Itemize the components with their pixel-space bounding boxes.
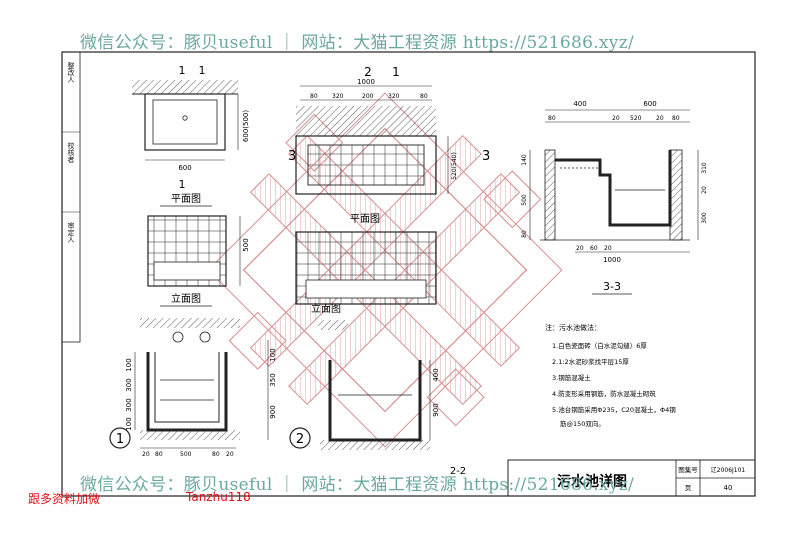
dim-top-2: 200	[362, 93, 374, 100]
v3-dim-left-0: 140	[521, 154, 528, 166]
note-item-0: 1.白色瓷面砖（白水泥勾缝）6厚	[552, 341, 647, 350]
v3-dim-sub-3: 20	[656, 115, 664, 122]
view-2-plan: 2 1 1000 80 320 200 320 80 520(540) 3 3 …	[288, 65, 490, 225]
drawing-title: 污水池详图	[557, 473, 627, 490]
svg-text:900: 900	[269, 405, 277, 418]
v3-dim-sub-4: 80	[672, 115, 680, 122]
v3-dim-right-2: 300	[701, 212, 708, 224]
detail-1-section: 1 100 300 300 100 20 80 500 80 20 100 35…	[109, 318, 277, 458]
title-block: 污水池详图 图集号 辽2006J101 页 40	[507, 459, 756, 497]
v3-dim-sub-2: 520	[630, 115, 642, 122]
d1-dim-bottom-2: 500	[180, 451, 192, 458]
plan-label-left: 平面图	[171, 193, 201, 205]
view-2-elevation: 立面图	[295, 231, 437, 315]
d2-dim-right-1: 900	[432, 403, 440, 416]
page-label: 页	[685, 484, 692, 492]
v3-dim-sub-1: 20	[612, 115, 620, 122]
v3-dim-bottom-sub-0: 20	[576, 245, 584, 252]
d1-dim-left-2: 300	[125, 398, 133, 411]
svg-text:350: 350	[269, 373, 277, 386]
elev-label-left: 立面图	[171, 292, 201, 305]
dim-top-1: 320	[332, 93, 344, 100]
signature-strip	[61, 51, 81, 343]
section-label-1b: 1	[199, 64, 206, 77]
watermark-top: 微信公众号：豚贝useful ｜ 网站：大猫工程资源 https://52168…	[80, 33, 634, 53]
d1-dim-bottom-4: 20	[226, 451, 234, 458]
section-label-1c: 1	[179, 178, 186, 191]
notes-block: 注：污水池做法： 1.白色瓷面砖（白水泥勾缝）6厚 2.1:2水泥砂浆找平层15…	[545, 323, 676, 428]
dim-top-4: 80	[420, 93, 428, 100]
v3-dim-top-right: 600	[643, 100, 656, 108]
svg-text:100: 100	[269, 348, 277, 361]
dim-top-3: 320	[388, 93, 400, 100]
section-mark-3-left: 3	[288, 149, 296, 164]
dim-height: 600(500)	[242, 110, 250, 142]
d1-dim-left-0: 100	[125, 358, 133, 371]
v3-dim-bottom: 1000	[603, 256, 621, 264]
v3-dim-sub-0: 80	[548, 115, 556, 122]
d1-dim-bottom-0: 20	[142, 451, 150, 458]
detail-2-label: 2-2	[450, 466, 466, 477]
v3-dim-right-1: 20	[701, 186, 708, 194]
view-1-elevation: 500 立面图	[147, 215, 250, 307]
section-mark-3-right: 3	[482, 149, 490, 164]
view-1-plan: 1 1 600 600(500) 1 平面图	[132, 64, 250, 207]
atlas-label: 图集号	[678, 465, 698, 474]
dim-right: 520(540)	[451, 152, 458, 180]
d1-dim-left-3: 100	[125, 417, 133, 430]
v3-dim-bottom-sub-2: 20	[604, 245, 612, 252]
v3-dim-left-1: 500	[521, 194, 528, 206]
v3-dim-top-left: 400	[573, 100, 586, 108]
v3-dim-right-0: 310	[701, 162, 708, 174]
dim-top-0: 80	[310, 93, 318, 100]
v3-dim-left-2: 80	[521, 230, 528, 238]
detail-number-1: 1	[116, 432, 124, 447]
svg-text:1: 1	[392, 65, 400, 79]
d1-dim-bottom-3: 80	[212, 451, 220, 458]
page-number: 40	[724, 484, 733, 492]
sidebar-label-b: 校核者	[67, 142, 75, 163]
detail-number-2: 2	[296, 432, 304, 447]
red-note-left: 跟多资料加微	[28, 492, 101, 506]
sidebar-label-c: 审定人	[67, 222, 75, 243]
elev-label-center: 立面图	[311, 302, 341, 315]
section-label-2: 2	[364, 65, 372, 79]
sidebar-label-a: 整改人	[67, 62, 75, 83]
view-3-3-title: 3-3	[603, 280, 621, 293]
view-3-3-section: 400 600 80 20 520 20 80 20 60 20 1000 14…	[521, 100, 708, 295]
d1-dim-bottom-1: 80	[155, 451, 163, 458]
plan-label-center: 平面图	[350, 213, 380, 225]
dim-width: 600	[178, 164, 191, 172]
elev-dim: 500	[242, 238, 250, 251]
d1-dim-left-1: 300	[125, 378, 133, 391]
note-item-2: 3.钢筋混凝土	[552, 373, 591, 382]
notes-heading: 注：污水池做法：	[545, 323, 601, 332]
note-item-4: 5.池台钢筋采用Φ235，C20混凝土，Φ4钢	[552, 405, 676, 414]
atlas-number: 辽2006J101	[711, 466, 746, 474]
section-label-1: 1	[179, 64, 186, 77]
note-item-3: 4.防变形采用钢筋，防水混凝土砌筑	[552, 389, 656, 398]
detail-2-section: 2 400 900 2-2	[289, 320, 466, 477]
dim-total: 1000	[357, 78, 375, 86]
red-note-right: Tanzhu118	[186, 490, 251, 504]
note-item-1: 2.1:2水泥砂浆找平层15厚	[552, 357, 629, 366]
note-item-5: 筋@150双向。	[560, 419, 605, 428]
d2-dim-right-0: 400	[432, 368, 440, 381]
watermark-bottom: 微信公众号：豚贝useful ｜ 网站：大猫工程资源 https://52168…	[80, 475, 634, 495]
v3-dim-bottom-sub-1: 60	[590, 245, 598, 252]
